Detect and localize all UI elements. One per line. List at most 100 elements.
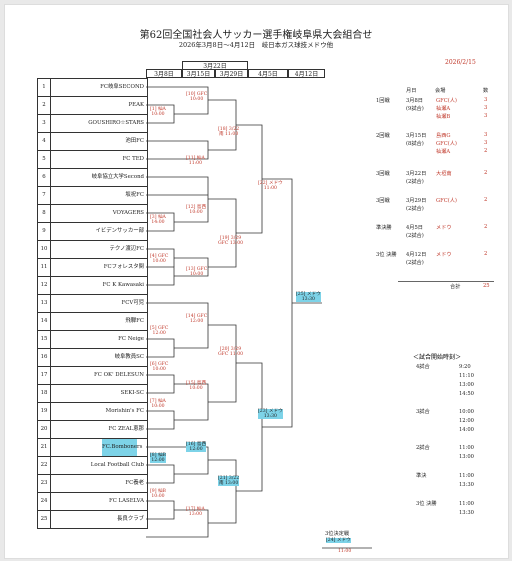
schedule-game-count: (8試合) [406,141,424,147]
team-seed: 2 [38,97,51,114]
kickoff-time: 11:00 [459,445,474,451]
schedule-total-label: 合計 [450,284,461,290]
kickoff-time: 11:10 [459,373,474,379]
team-seed: 14 [38,313,51,330]
team-seed: 17 [38,367,51,384]
team-seed: 4 [38,133,51,150]
kickoff-time: 14:50 [459,391,474,397]
team-seed: 3 [38,115,51,132]
team-name: FC OK' DELESUN [94,372,144,378]
schedule-date: 3月8日 [406,98,423,104]
schedule-venue: GFC(人) [436,198,457,204]
schedule-venue-count: 3 [484,97,488,103]
match-third-place: [24] メドウ [326,538,351,544]
team-name: FC岐阜SECOND [100,84,144,90]
team-name: FC K Kawasaki [102,282,144,288]
team-seed: 13 [38,295,51,312]
schedule-venue: 島西G [436,133,451,139]
schedule-venue: GFC(人) [436,141,457,147]
team-name: 岐阜教員SC [114,354,144,360]
team-name: FC養老 [125,480,144,486]
schedule-game-count: (9試合) [406,106,424,112]
header-date-col-2: 3月15日 [182,69,215,78]
team-name: 飛騨FC [125,318,144,324]
schedule-round: 1回戦 [376,98,390,104]
team-row: 14 飛騨FC [38,312,147,330]
team-seed: 5 [38,151,51,168]
team-row: 12 FC K Kawasaki [38,276,147,294]
team-row: 2 PEAK [38,96,147,114]
header-date-col-4: 4月5日 [248,69,288,78]
team-name: VOYAGERS [112,210,144,216]
header-date-col-5: 4月12日 [288,69,325,78]
schedule-date: 4月5日 [406,225,423,231]
team-name: GOUSHIRO☆STARS [88,120,144,126]
kickoff-group-label: 2試合 [416,445,430,451]
kickoff-time: 11:00 [459,473,474,479]
team-name: 長良クラブ [117,516,144,522]
schedule-venue: 杣瀬B [436,114,451,120]
kickoff-time: 13:00 [459,382,474,388]
schedule-venue-count: 3 [484,132,488,138]
team-name: FC LASELVA [108,498,144,504]
team-seed: 22 [38,457,51,474]
schedule-date: 3月29日 [406,198,427,204]
schedule-game-count: (2試合) [406,179,424,185]
team-seed: 7 [38,187,51,204]
kickoff-time: 13:30 [459,482,474,488]
team-name: PEAK [128,102,144,108]
team-seed: 19 [38,403,51,420]
team-seed: 20 [38,421,51,438]
team-row: 9 イビデンサッカー部 [38,222,147,240]
team-seed: 21 [38,439,51,456]
team-seed: 24 [38,493,51,510]
schedule-venue: 大垣南 [436,171,452,177]
team-name: FCフォレスタ関 [103,264,144,270]
team-seed: 15 [38,331,51,348]
schedule-venue: 杣瀬A [436,106,451,112]
team-name: FC.Bomboners [102,439,142,456]
schedule-total: 25 [483,283,490,289]
header-date-col-1: 3月8日 [146,69,182,78]
team-name: イビデンサッカー部 [95,228,144,234]
team-name: Local Football Club [90,462,144,468]
kickoff-group-label: 準決 [416,473,427,479]
schedule-venue-count: 3 [484,140,488,146]
team-seed: 12 [38,277,51,294]
schedule-venue-count: 2 [484,224,488,230]
header-date-col-3: 3月29日 [215,69,248,78]
kickoff-time: 11:00 [459,501,474,507]
page-title: 第62回全国社会人サッカー選手権岐阜県大会組合せ [139,30,373,41]
team-seed: 9 [38,223,51,240]
schedule-venue-count: 2 [484,148,488,154]
schedule-game-count: (2試合) [406,260,424,266]
schedule-venue-count: 3 [484,105,488,111]
schedule-header-count: 数 [483,88,489,94]
kickoff-time: 12:00 [459,418,474,424]
